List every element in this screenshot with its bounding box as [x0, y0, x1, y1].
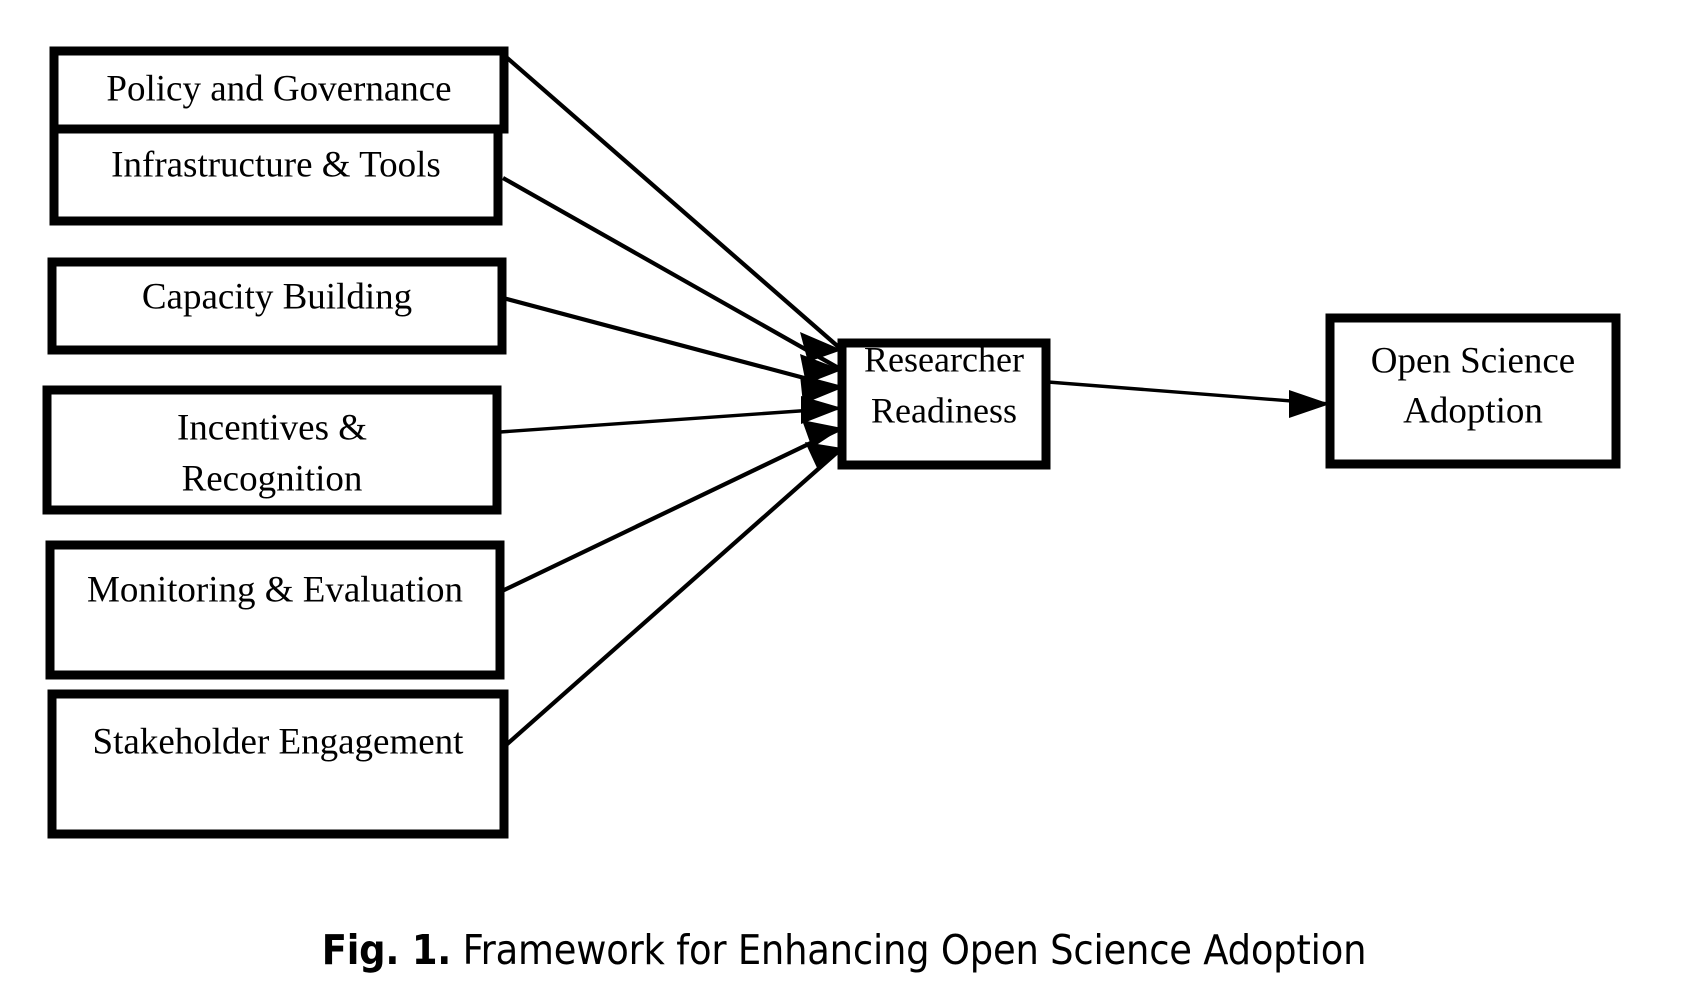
node-open-science-adoption[interactable]: Open Science Adoption	[1325, 313, 1621, 469]
node-label-infrastructure-and-tools: Infrastructure & Tools	[111, 144, 441, 185]
figure-caption: Fig. 1. Framework for Enhancing Open Sci…	[0, 926, 1688, 974]
node-capacity-building[interactable]: Capacity Building	[47, 257, 507, 355]
node-stakeholder-engagement[interactable]: Stakeholder Engagement	[47, 689, 509, 839]
node-label-capacity-building: Capacity Building	[142, 276, 412, 317]
node-label-incentives-and-recognition-line1: Incentives &	[177, 407, 367, 448]
node-label-researcher-readiness-line1: Researcher	[864, 339, 1024, 379]
node-label-researcher-readiness-line2: Readiness	[871, 390, 1017, 430]
node-incentives-and-recognition[interactable]: Incentives & Recognition	[42, 385, 502, 515]
edge-capacity-to-readiness	[502, 295, 843, 404]
node-monitoring-and-evaluation[interactable]: Monitoring & Evaluation	[45, 540, 505, 680]
edge-readiness-to-adoption	[1047, 380, 1331, 418]
node-researcher-readiness[interactable]: Researcher Readiness	[837, 338, 1051, 470]
figure-caption-text: Framework for Enhancing Open Science Ado…	[462, 926, 1367, 974]
arrow-head-icon	[802, 420, 842, 448]
node-policy-and-governance[interactable]: Policy and Governance	[49, 46, 509, 134]
edge-infrastructure-to-readiness	[501, 176, 844, 384]
figure-caption-label: Fig. 1.	[321, 926, 452, 974]
arrow-head-icon	[805, 442, 842, 470]
node-label-monitoring-and-evaluation: Monitoring & Evaluation	[87, 569, 463, 610]
edge-incentives-to-readiness	[499, 396, 843, 434]
arrow-head-icon	[1289, 390, 1330, 418]
node-label-stakeholder-engagement: Stakeholder Engagement	[93, 721, 465, 762]
node-label-open-science-adoption-line2: Adoption	[1403, 390, 1543, 431]
node-infrastructure-and-tools[interactable]: Infrastructure & Tools	[49, 124, 503, 226]
edge-monitoring-to-readiness	[499, 420, 843, 594]
node-label-policy-and-governance: Policy and Governance	[106, 68, 451, 109]
edge-group	[499, 54, 1331, 748]
node-label-open-science-adoption-line1: Open Science	[1371, 340, 1575, 381]
arrow-head-icon	[801, 396, 842, 424]
arrow-head-icon	[800, 375, 842, 404]
arrow-head-icon	[800, 354, 842, 384]
edge-stakeholder-to-readiness	[503, 442, 844, 748]
node-label-incentives-and-recognition-line2: Recognition	[182, 458, 363, 499]
